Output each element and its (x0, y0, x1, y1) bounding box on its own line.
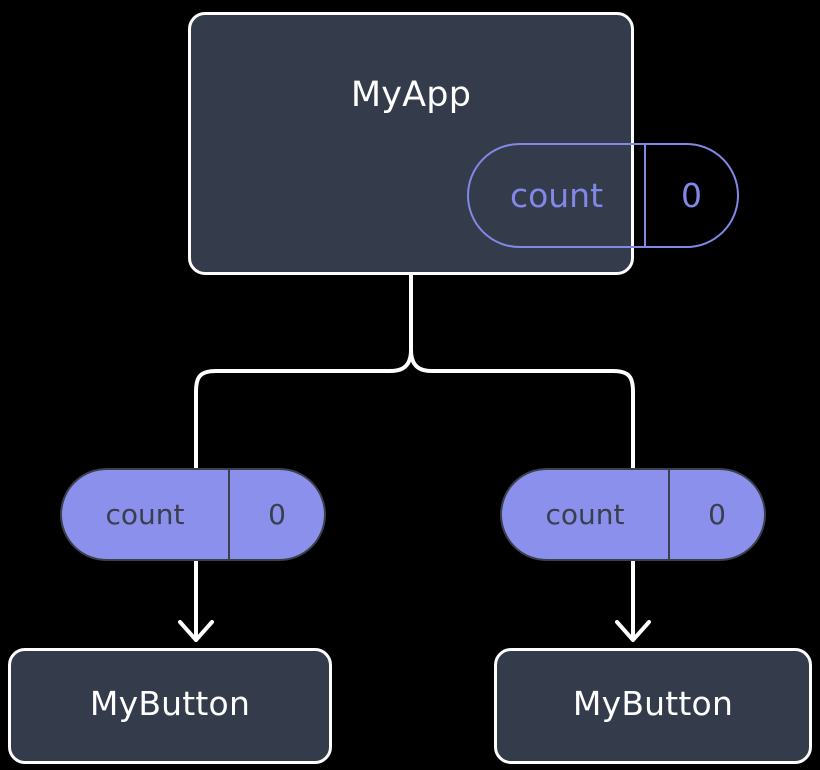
component-label-myapp: MyApp (350, 75, 472, 115)
state-pill-value: 0 (681, 176, 702, 215)
connector-fork-right (409, 348, 635, 470)
component-node-myapp[interactable]: MyApp count 0 (188, 12, 739, 275)
prop-pill-key: count (502, 470, 670, 559)
prop-pill-key: count (62, 470, 230, 559)
component-node-mybutton-2[interactable]: MyButton (494, 648, 812, 764)
component-node-mybutton-1[interactable]: MyButton (8, 648, 332, 764)
component-label-mybutton: MyButton (572, 684, 734, 723)
state-pill-count-root[interactable]: count 0 (467, 143, 739, 248)
connector-fork-left (194, 348, 413, 470)
arrow-down-icon-right (615, 620, 651, 642)
prop-pill-count-child-2[interactable]: count 0 (500, 468, 766, 561)
state-pill-key: count (469, 145, 646, 246)
component-label-mybutton: MyButton (89, 684, 251, 723)
prop-pill-value: 0 (708, 498, 726, 531)
prop-pill-value: 0 (268, 498, 286, 531)
arrow-down-icon-left (178, 620, 214, 642)
prop-pill-count-child-1[interactable]: count 0 (60, 468, 326, 561)
